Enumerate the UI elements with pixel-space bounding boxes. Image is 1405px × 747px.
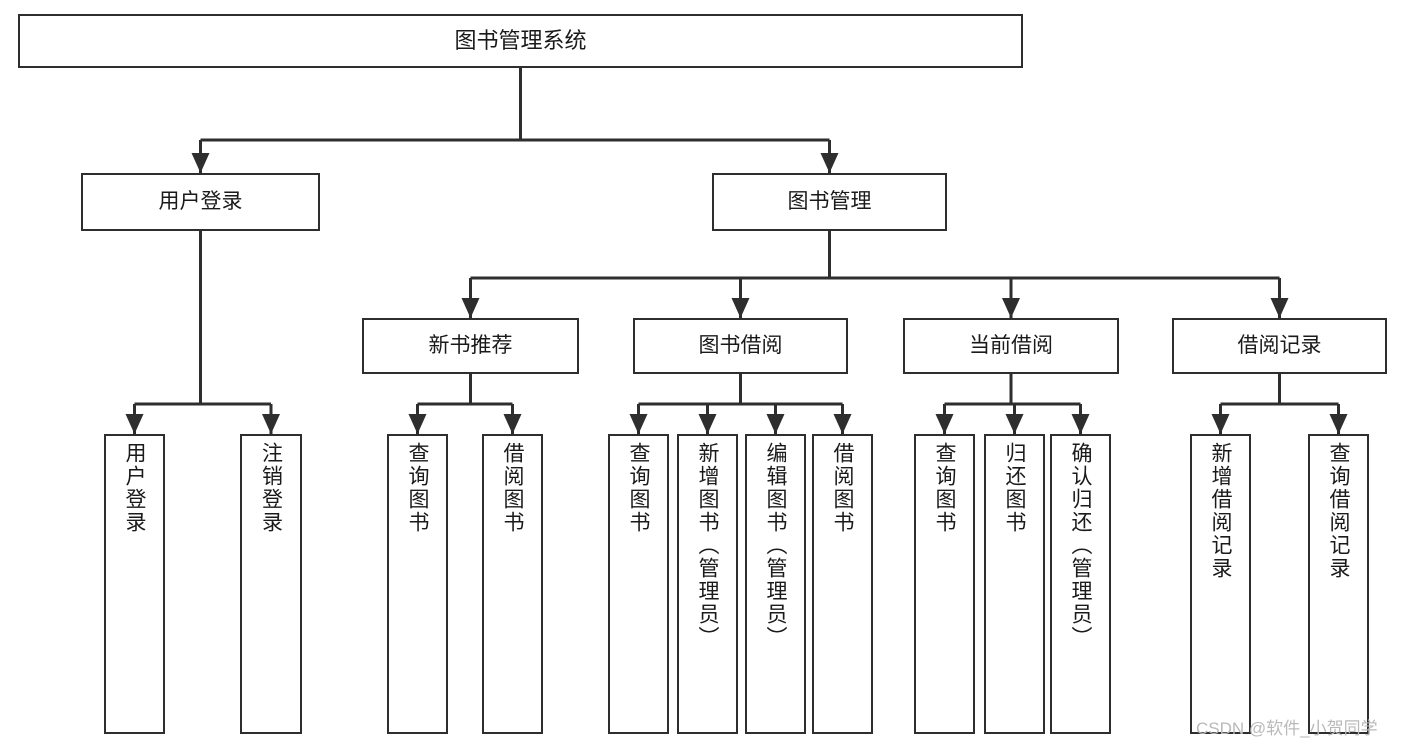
node-l_login[interactable]: 用户登录 xyxy=(104,434,165,734)
node-label: 归还图书 xyxy=(1003,442,1026,534)
node-root[interactable]: 图书管理系统 xyxy=(18,14,1023,68)
node-label: 用户登录 xyxy=(158,189,243,213)
node-label: 借阅图书 xyxy=(501,442,524,534)
arrowhead-icon xyxy=(461,298,480,318)
node-c_query[interactable]: 查询图书 xyxy=(914,434,975,734)
node-label: 图书借阅 xyxy=(698,333,783,357)
arrowhead-icon xyxy=(191,153,210,173)
arrowhead-icon xyxy=(1211,414,1230,434)
node-newbook[interactable]: 新书推荐 xyxy=(362,318,579,374)
node-label: 查询借阅记录 xyxy=(1327,442,1350,580)
node-records[interactable]: 借阅记录 xyxy=(1172,318,1387,374)
node-b_add[interactable]: 新增图书（管理员） xyxy=(677,434,738,734)
node-b_edit[interactable]: 编辑图书（管理员） xyxy=(745,434,806,734)
arrowhead-icon xyxy=(820,153,839,173)
arrowhead-icon xyxy=(629,414,648,434)
arrowhead-icon xyxy=(262,414,280,434)
arrowhead-icon xyxy=(503,414,522,434)
node-label: 用户登录 xyxy=(123,442,146,534)
node-label: 图书管理 xyxy=(787,189,872,213)
node-n_query[interactable]: 查询图书 xyxy=(387,434,448,734)
arrowhead-icon xyxy=(408,414,427,434)
arrowhead-icon xyxy=(125,414,144,434)
node-label: 确认归还（管理员） xyxy=(1069,442,1092,649)
node-c_confirm[interactable]: 确认归还（管理员） xyxy=(1050,434,1111,734)
node-n_borrow[interactable]: 借阅图书 xyxy=(482,434,543,734)
node-label: 注销登录 xyxy=(259,442,283,534)
arrowhead-icon xyxy=(1270,298,1289,318)
node-label: 新增图书（管理员） xyxy=(696,442,719,649)
arrowhead-icon xyxy=(1071,414,1090,434)
node-c_return[interactable]: 归还图书 xyxy=(984,434,1045,734)
node-label: 图书管理系统 xyxy=(454,28,587,54)
node-label: 编辑图书（管理员） xyxy=(764,442,787,649)
node-b_query[interactable]: 查询图书 xyxy=(608,434,669,734)
node-label: 新书推荐 xyxy=(428,333,513,357)
node-login[interactable]: 用户登录 xyxy=(81,173,320,231)
node-r_query[interactable]: 查询借阅记录 xyxy=(1308,434,1369,734)
arrowhead-icon xyxy=(766,414,785,434)
node-current[interactable]: 当前借阅 xyxy=(903,318,1119,374)
node-r_add[interactable]: 新增借阅记录 xyxy=(1190,434,1251,734)
node-label: 新增借阅记录 xyxy=(1209,442,1232,580)
node-borrow[interactable]: 图书借阅 xyxy=(633,318,848,374)
node-label: 当前借阅 xyxy=(969,333,1053,357)
node-l_logout[interactable]: 注销登录 xyxy=(240,434,302,734)
node-label: 查询图书 xyxy=(406,442,429,534)
arrowhead-icon xyxy=(1005,414,1024,434)
node-label: 查询图书 xyxy=(627,442,650,534)
arrowhead-icon xyxy=(698,414,717,434)
arrowhead-icon xyxy=(1002,298,1020,318)
node-label: 借阅图书 xyxy=(831,442,854,534)
arrowhead-icon xyxy=(833,414,852,434)
node-label: 借阅记录 xyxy=(1237,333,1322,357)
node-b_lend[interactable]: 借阅图书 xyxy=(812,434,873,734)
node-label: 查询图书 xyxy=(933,442,956,534)
arrowhead-icon xyxy=(1329,414,1348,434)
node-bookmgr[interactable]: 图书管理 xyxy=(712,173,947,231)
arrowhead-icon xyxy=(731,298,750,318)
arrowhead-icon xyxy=(935,414,954,434)
